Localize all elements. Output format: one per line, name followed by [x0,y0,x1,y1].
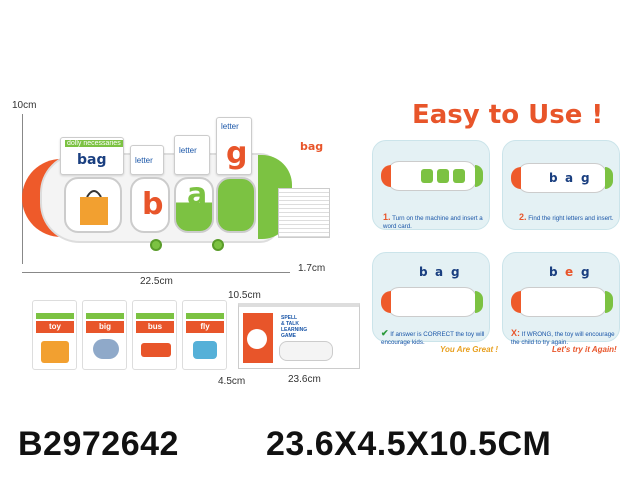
width-dimension-line [22,272,290,273]
letter-slot-3 [216,177,256,233]
picture-window [64,177,122,233]
package-size: 23.6X4.5X10.5CM [266,425,552,463]
step-panel-3: b a g ✔ If answer is CORRECT the toy wil… [372,252,490,346]
depth-dimension-label: 1.7cm [298,263,326,274]
left-button [150,239,162,251]
letter-card: letter [130,145,164,175]
step-panel-2: b a g 2. Find the right letters and inse… [502,140,620,230]
letter-card: letter g [216,117,252,175]
bus-icon [141,343,171,357]
flashcard: bus [132,300,177,370]
product-box: SPELL & TALK LEARNING GAME [238,303,360,369]
word-card-category: dolly necessaries [65,140,123,147]
cheer-correct: You Are Great ! [440,345,499,354]
letter-slot-2: a [174,177,214,233]
flashcard: big [82,300,127,370]
right-button [212,239,224,251]
toy-icon [41,341,69,363]
box-depth-label: 4.5cm [218,376,246,387]
height-dimension-label: 10cm [12,100,37,111]
bag-icon [80,190,108,225]
letter-card: letter [174,135,210,175]
step-panel-1: 1. Turn on the machine and insert a word… [372,140,490,230]
word-card-word: bag [77,152,107,168]
word-card: dolly necessaries bag [60,137,124,175]
item-code: B2972642 [18,425,179,463]
floating-word: bag [300,140,324,153]
cheer-wrong: Let's try it Again! [552,345,617,354]
step-panel-4: b e g X: If WRONG, the toy will encourag… [502,252,620,346]
plane-icon [193,341,217,359]
box-width-label: 23.6cm [288,374,321,385]
flashcard: fly [182,300,227,370]
flashcard: toy [32,300,77,370]
letter-slot-1: b [130,177,170,233]
easy-title: Easy to Use ! [412,100,604,130]
elephant-icon [93,339,119,359]
box-height-label: 10.5cm [228,290,261,301]
spelling-machine: dolly necessaries bag letter letter lett… [22,117,292,255]
card-stack [278,188,330,238]
width-dimension-label: 22.5cm [140,276,173,287]
